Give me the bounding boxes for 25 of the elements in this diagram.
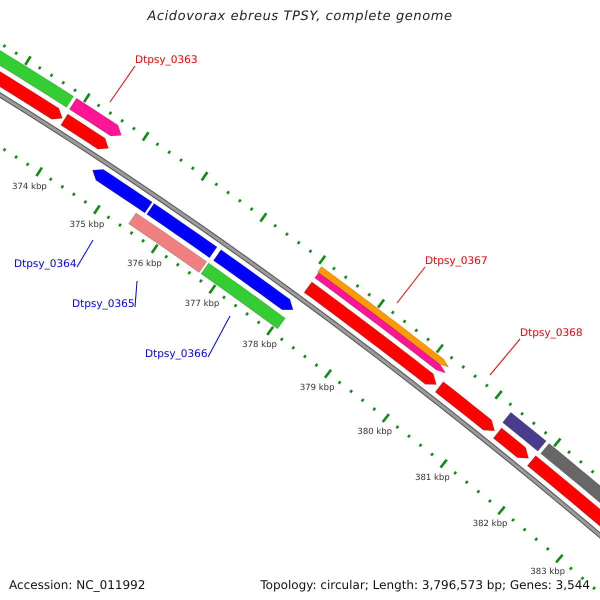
footer-text: Accession: NC_011992	[9, 578, 146, 592]
leader-line	[76, 240, 94, 268]
gene-label: Dtpsy_0367	[425, 255, 488, 267]
diagram-title: Acidovorax ebreus TPSY, complete genome	[146, 9, 454, 24]
leader-line	[396, 266, 426, 304]
gene-label: Dtpsy_0363	[135, 54, 198, 66]
leader-line	[208, 316, 230, 358]
gene-label: Dtpsy_0365	[72, 298, 135, 310]
leader-line	[134, 280, 138, 308]
position-label: 380 kbp	[357, 427, 392, 438]
position-label: 378 kbp	[242, 340, 277, 350]
gene-label: Dtpsy_0364	[14, 258, 77, 270]
position-label: 377 kbp	[184, 298, 220, 309]
footer-text: Topology: circular; Length: 3,796,573 bp; Genes: 3,544	[260, 578, 590, 592]
position-label: 382 kbp	[472, 519, 508, 530]
gene-label: Dtpsy_0368	[520, 327, 583, 339]
gene-label: Dtpsy_0366	[145, 348, 208, 360]
position-label: 379 kbp	[300, 383, 334, 394]
position-label: 383 kbp	[530, 567, 566, 578]
position-label: 374 kbp	[12, 182, 47, 192]
position-label: 376 kbp	[127, 258, 162, 269]
position-label: 381 kbp	[415, 472, 450, 483]
position-label: 375 kbp	[70, 220, 104, 230]
leader-line	[490, 338, 520, 376]
leader-line	[110, 66, 136, 102]
